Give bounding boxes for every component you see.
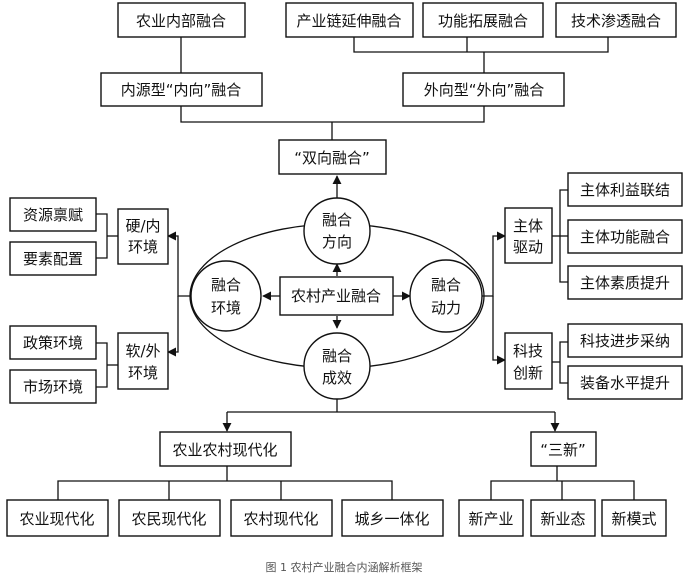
soft-environment-box <box>117 332 169 390</box>
new-business-form-box <box>530 499 596 537</box>
internal-agri-fusion-label: 农业内部融合 <box>136 12 226 30</box>
hard-environment-label-1: 硬/内 <box>125 217 160 235</box>
fusion-environment-circle <box>190 260 262 332</box>
equipment-upgrade-label: 装备水平提升 <box>580 374 670 392</box>
rural-industry-fusion-label: 农村产业融合 <box>291 287 381 305</box>
left-section: 资源禀赋 要素配置 政策环境 市场环境 硬/内 环境 软/外 环境 <box>9 197 169 404</box>
agri-rural-modernization-label: 农业农村现代化 <box>172 441 277 459</box>
function-integration-box <box>567 219 683 254</box>
hard-environment-label-2: 环境 <box>128 238 158 256</box>
hard-environment-box <box>117 208 169 265</box>
fusion-direction-label-2: 方向 <box>322 233 352 251</box>
function-expansion-box <box>422 2 544 38</box>
tech-adoption-label: 科技进步采纳 <box>580 332 670 350</box>
equipment-upgrade-box <box>567 365 683 400</box>
resource-endowment-box <box>9 197 97 232</box>
tech-innovation-label-1: 科技 <box>513 342 543 360</box>
new-model-label: 新模式 <box>611 510 656 528</box>
fusion-direction-label-1: 融合 <box>322 211 352 229</box>
rural-industry-fusion-box <box>279 276 394 316</box>
fusion-driving-force-label-1: 融合 <box>431 276 461 294</box>
agri-rural-modernization-box <box>159 431 292 467</box>
fusion-direction-circle <box>303 197 371 265</box>
interest-linkage-label: 主体利益联结 <box>580 181 670 199</box>
fusion-driving-force-label-2: 动力 <box>431 299 461 317</box>
urban-rural-integration-label: 城乡一体化 <box>354 510 429 528</box>
subject-driven-label-1: 主体 <box>513 217 543 235</box>
subject-driven-box <box>504 207 553 264</box>
top-section: 农业内部融合 产业链延伸融合 功能拓展融合 技术渗透融合 内源型“内向”融合 外… <box>100 2 677 175</box>
policy-environment-label: 政策环境 <box>23 334 83 352</box>
chain-extension-label: 产业链延伸融合 <box>296 12 401 30</box>
new-industry-box <box>458 499 524 537</box>
figure-caption: 图 1 农村产业融合内涵解析框架 <box>266 560 423 574</box>
rural-modernization-label: 农村现代化 <box>243 510 318 528</box>
three-new-box <box>530 431 597 467</box>
fusion-environment-label-2: 环境 <box>211 299 241 317</box>
quality-improvement-box <box>567 265 683 300</box>
farmer-modernization-box <box>118 499 221 537</box>
resource-endowment-label: 资源禀赋 <box>23 206 83 224</box>
two-way-fusion-box <box>278 139 387 175</box>
new-business-form-label: 新业态 <box>540 510 585 528</box>
tech-innovation-label-2: 创新 <box>513 364 543 382</box>
fusion-outcome-circle <box>303 332 371 400</box>
soft-environment-label-1: 软/外 <box>125 342 160 360</box>
internal-agri-fusion-box <box>117 2 246 38</box>
tech-penetration-box <box>555 2 677 38</box>
center-section: 农村产业融合 融合 方向 融合 环境 融合 动力 融合 成效 <box>190 197 483 400</box>
factor-allocation-label: 要素配置 <box>23 250 83 268</box>
fusion-outcome-label-2: 成效 <box>322 369 352 387</box>
market-environment-label: 市场环境 <box>23 378 83 396</box>
agri-modernization-label: 农业现代化 <box>19 510 94 528</box>
interest-linkage-box <box>567 172 683 207</box>
exogenous-fusion-label: 外向型“外向”融合 <box>424 81 545 99</box>
new-industry-label: 新产业 <box>468 510 513 528</box>
rural-modernization-box <box>230 499 333 537</box>
policy-environment-box <box>9 325 97 360</box>
connectors <box>57 37 635 500</box>
soft-environment-label-2: 环境 <box>128 364 158 382</box>
right-section: 主体 驱动 科技 创新 主体利益联结 主体功能融合 主体素质提升 科技进步采纳 … <box>504 172 683 400</box>
fusion-outcome-label-1: 融合 <box>322 347 352 365</box>
function-integration-label: 主体功能融合 <box>580 228 670 246</box>
quality-improvement-label: 主体素质提升 <box>580 274 670 292</box>
bottom-section: 农业农村现代化 “三新” 农业现代化 农民现代化 农村现代化 城乡一体化 新产业… <box>6 431 667 537</box>
urban-rural-integration-box <box>341 499 444 537</box>
farmer-modernization-label: 农民现代化 <box>131 510 206 528</box>
agri-modernization-box <box>6 499 109 537</box>
endogenous-fusion-label: 内源型“内向”融合 <box>121 81 242 99</box>
fusion-driving-force-circle <box>409 259 483 333</box>
exogenous-fusion-box <box>402 72 565 107</box>
factor-allocation-box <box>9 241 97 276</box>
market-environment-box <box>9 369 97 404</box>
function-expansion-label: 功能拓展融合 <box>438 12 528 30</box>
chain-extension-box <box>285 2 414 38</box>
subject-driven-label-2: 驱动 <box>513 238 543 256</box>
tech-adoption-box <box>567 323 683 358</box>
tech-innovation-box <box>504 332 553 390</box>
three-new-label: “三新” <box>540 441 586 459</box>
fusion-environment-label-1: 融合 <box>211 276 241 294</box>
new-model-box <box>601 499 667 537</box>
endogenous-fusion-box <box>100 72 263 107</box>
two-way-fusion-label: “双向融合” <box>294 149 370 167</box>
tech-penetration-label: 技术渗透融合 <box>571 12 661 30</box>
